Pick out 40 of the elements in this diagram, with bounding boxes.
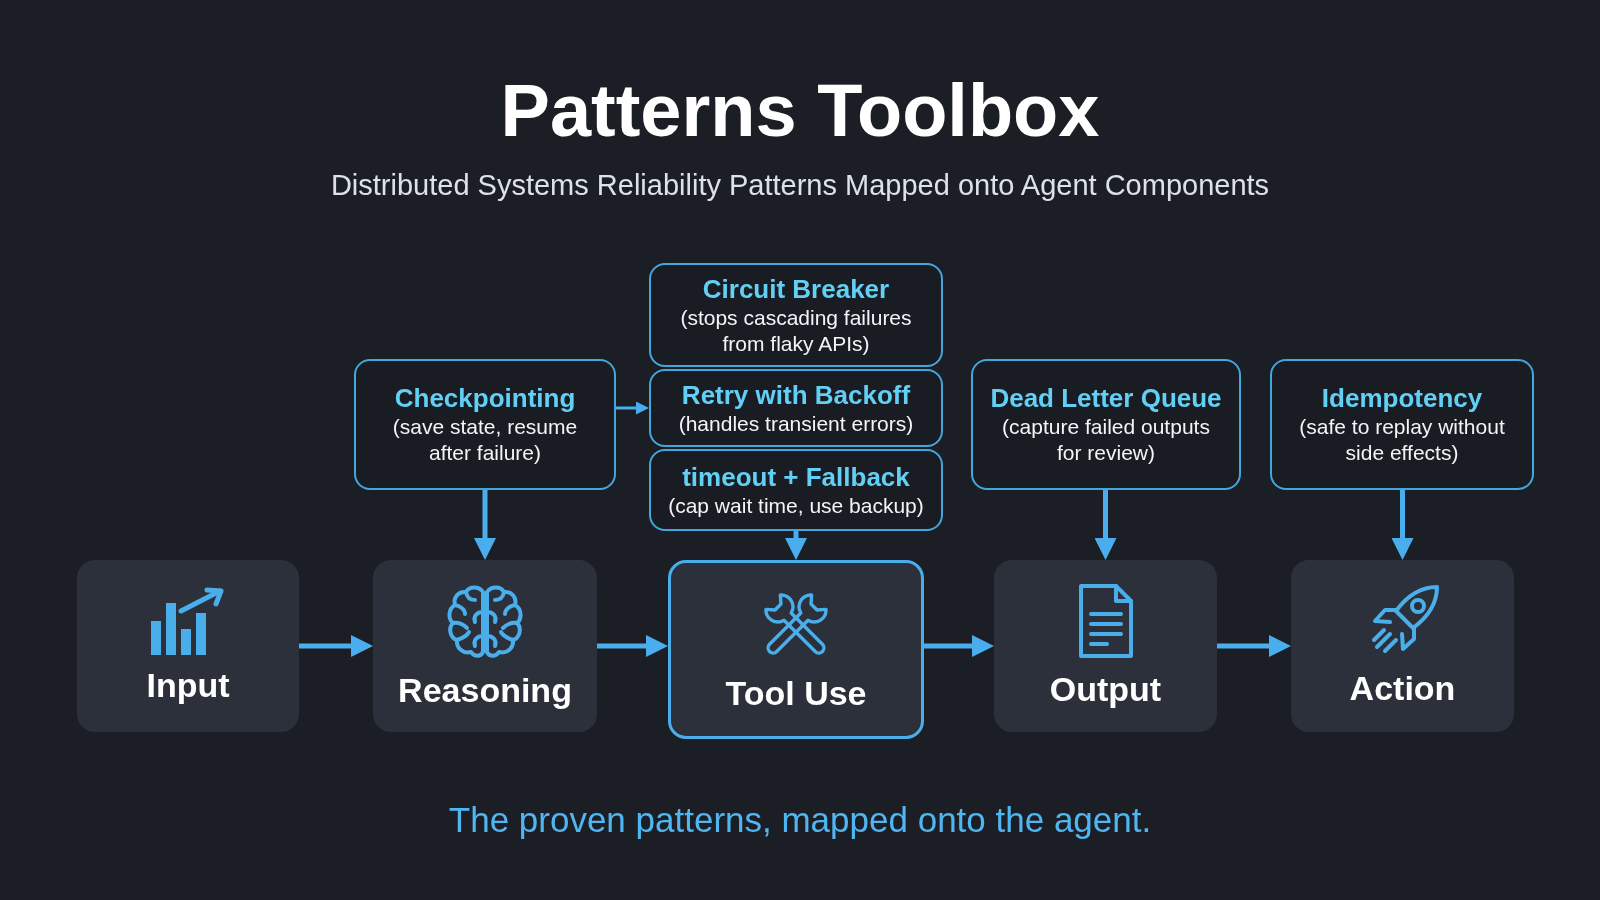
pattern-description: (safe to replay without side effects) bbox=[1298, 414, 1506, 466]
pattern-box bbox=[971, 359, 1241, 490]
pattern-description: (stops cascading failures from flaky APIs) bbox=[679, 305, 913, 357]
stage-box bbox=[668, 560, 924, 739]
subtitle: Distributed Systems Reliability Patterns Mapped onto Agent Components bbox=[330, 168, 1270, 203]
pattern-title: Retry with Backoff bbox=[681, 379, 911, 411]
arrow bbox=[1391, 490, 1414, 560]
caption: The proven patterns, mapped onto the agent. bbox=[448, 799, 1152, 841]
stage-label: Reasoning bbox=[398, 672, 572, 710]
stage-box bbox=[373, 560, 597, 732]
stage-box bbox=[1291, 560, 1514, 732]
pattern-title: timeout + Fallback bbox=[682, 461, 910, 493]
arrow bbox=[474, 490, 496, 560]
arrow bbox=[597, 635, 668, 657]
arrow bbox=[785, 531, 807, 560]
arrow bbox=[1094, 490, 1117, 560]
pattern-description: (cap wait time, use backup) bbox=[668, 492, 924, 519]
pattern-title: Checkpointing bbox=[394, 383, 576, 415]
stage-box bbox=[994, 560, 1217, 732]
pattern-description: (handles transient errors) bbox=[678, 410, 914, 437]
pattern-box bbox=[354, 359, 616, 490]
stage-label: Action bbox=[1349, 670, 1456, 708]
stage-label: Tool Use bbox=[725, 674, 867, 713]
pattern-box bbox=[649, 263, 943, 367]
pattern-box bbox=[649, 449, 943, 531]
arrow bbox=[1217, 635, 1291, 657]
arrow bbox=[299, 635, 373, 657]
pattern-title: Idempotency bbox=[1321, 383, 1483, 415]
pattern-title: Circuit Breaker bbox=[702, 273, 890, 305]
pattern-description: (save state, resume after failure) bbox=[391, 414, 579, 466]
title: Patterns Toolbox bbox=[500, 70, 1100, 152]
pattern-description: (capture failed outputs for review) bbox=[1001, 414, 1211, 466]
arrow bbox=[616, 401, 649, 415]
pattern-box bbox=[649, 369, 943, 447]
stage-box bbox=[77, 560, 299, 732]
stage-label: Input bbox=[146, 667, 230, 705]
stage-label: Output bbox=[1049, 671, 1162, 709]
arrow bbox=[924, 635, 994, 657]
pattern-box bbox=[1270, 359, 1534, 490]
pattern-title: Dead Letter Queue bbox=[990, 383, 1222, 415]
